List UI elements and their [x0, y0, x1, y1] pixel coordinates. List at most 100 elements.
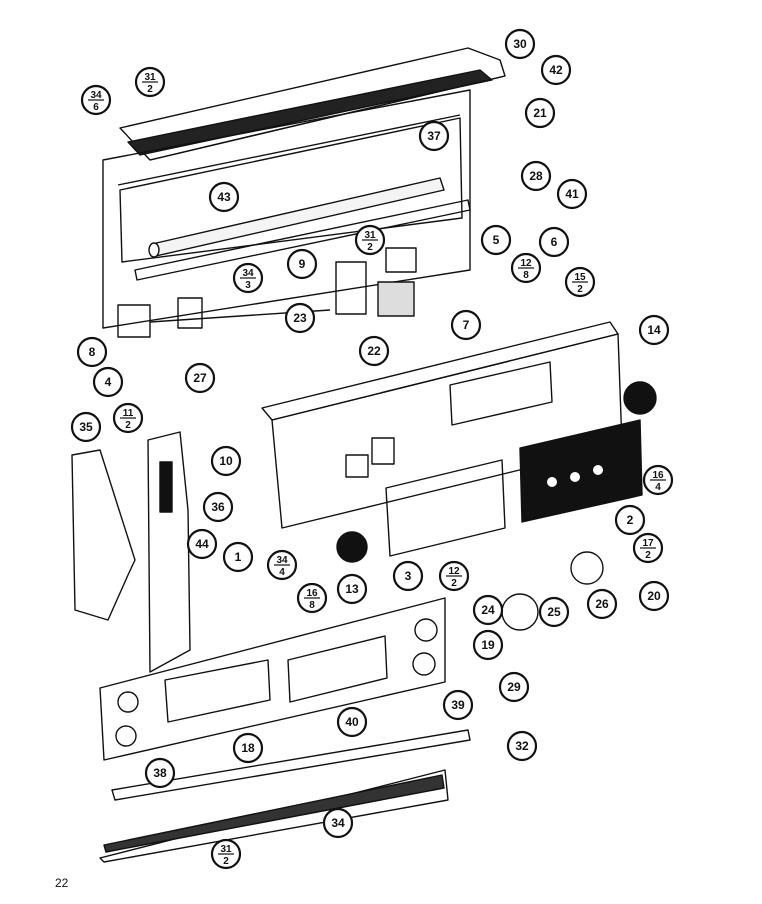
svg-text:1: 1: [235, 550, 242, 564]
callout-24: 24: [472, 594, 504, 626]
callout-20: 20: [638, 580, 670, 612]
svg-text:31: 31: [220, 844, 232, 855]
page-number: 22: [55, 876, 69, 890]
callout-35: 35: [70, 411, 102, 443]
disc-20: [570, 551, 604, 585]
knob-14: [623, 381, 657, 415]
svg-text:17: 17: [642, 538, 654, 549]
callout-26: 26: [586, 588, 618, 620]
callout-31-2: 312: [354, 224, 386, 256]
callout-21: 21: [524, 97, 556, 129]
bottom-bracket: [99, 769, 449, 863]
svg-text:28: 28: [529, 169, 543, 183]
svg-text:6: 6: [551, 235, 558, 249]
svg-text:35: 35: [79, 420, 93, 434]
callout-11-2: 112: [112, 402, 144, 434]
svg-text:32: 32: [515, 739, 529, 753]
svg-text:26: 26: [595, 597, 609, 611]
top-bracket: [119, 47, 506, 161]
callout-18: 18: [232, 732, 264, 764]
svg-text:2: 2: [223, 856, 229, 867]
callout-39: 39: [442, 689, 474, 721]
svg-text:8: 8: [309, 600, 315, 611]
callout-3: 3: [392, 560, 424, 592]
svg-text:16: 16: [306, 588, 318, 599]
svg-text:4: 4: [105, 375, 112, 389]
svg-text:34: 34: [331, 816, 345, 830]
callout-7: 7: [450, 309, 482, 341]
svg-text:5: 5: [493, 233, 500, 247]
callout-34-6: 346: [80, 84, 112, 116]
callout-29: 29: [498, 671, 530, 703]
svg-text:2: 2: [645, 550, 651, 561]
svg-text:30: 30: [513, 37, 527, 51]
svg-text:21: 21: [533, 106, 547, 120]
svg-text:2: 2: [125, 420, 131, 431]
svg-text:34: 34: [90, 90, 102, 101]
svg-text:11: 11: [123, 408, 134, 419]
callout-10: 10: [210, 445, 242, 477]
callout-42: 42: [540, 54, 572, 86]
side-cover: [71, 449, 136, 621]
svg-text:8: 8: [523, 270, 529, 281]
callout-12-8: 128: [510, 252, 542, 284]
disc-19: [501, 593, 539, 631]
callout-4: 4: [92, 366, 124, 398]
callout-43: 43: [208, 181, 240, 213]
callout-1: 1: [222, 541, 254, 573]
callout-14: 14: [638, 314, 670, 346]
svg-text:2: 2: [577, 284, 583, 295]
callout-22: 22: [358, 335, 390, 367]
svg-text:42: 42: [549, 63, 563, 77]
svg-text:38: 38: [153, 766, 167, 780]
callout-15-2: 152: [564, 266, 596, 298]
callout-19: 19: [472, 629, 504, 661]
callout-31-2: 312: [210, 838, 242, 870]
svg-text:24: 24: [481, 603, 495, 617]
svg-text:2: 2: [451, 578, 457, 589]
svg-text:18: 18: [241, 741, 255, 755]
svg-text:4: 4: [655, 482, 661, 493]
svg-text:43: 43: [217, 190, 231, 204]
svg-text:34: 34: [276, 555, 288, 566]
callout-38: 38: [144, 757, 176, 789]
svg-text:9: 9: [299, 257, 306, 271]
svg-text:20: 20: [647, 589, 661, 603]
callout-28: 28: [520, 160, 552, 192]
callout-16-8: 168: [296, 582, 328, 614]
svg-text:12: 12: [448, 566, 460, 577]
svg-text:16: 16: [652, 470, 664, 481]
callout-25: 25: [538, 596, 570, 628]
svg-text:8: 8: [89, 345, 96, 359]
callout-40: 40: [336, 706, 368, 738]
svg-text:23: 23: [293, 311, 307, 325]
callout-23: 23: [284, 302, 316, 334]
callout-5: 5: [480, 224, 512, 256]
svg-text:22: 22: [367, 344, 381, 358]
callout-41: 41: [556, 178, 588, 210]
svg-text:15: 15: [574, 272, 586, 283]
svg-text:14: 14: [647, 323, 661, 337]
svg-text:2: 2: [367, 242, 373, 253]
mounting-bar: [134, 199, 471, 281]
svg-text:40: 40: [345, 715, 359, 729]
callout-44: 44: [186, 528, 218, 560]
callout-32: 32: [506, 730, 538, 762]
callout-12-2: 122: [438, 560, 470, 592]
callout-30: 30: [504, 28, 536, 60]
svg-text:19: 19: [481, 638, 495, 652]
callout-34: 34: [322, 807, 354, 839]
svg-text:29: 29: [507, 680, 521, 694]
svg-text:3: 3: [245, 280, 251, 291]
svg-text:3: 3: [405, 569, 412, 583]
svg-text:2: 2: [147, 84, 153, 95]
svg-text:31: 31: [144, 72, 156, 83]
svg-text:39: 39: [451, 698, 465, 712]
callout-34-4: 344: [266, 549, 298, 581]
knob-13: [336, 531, 368, 563]
callout-34-3: 343: [232, 262, 264, 294]
svg-text:44: 44: [195, 537, 209, 551]
dial-plate: [519, 419, 643, 523]
side-bracket: [147, 431, 191, 673]
